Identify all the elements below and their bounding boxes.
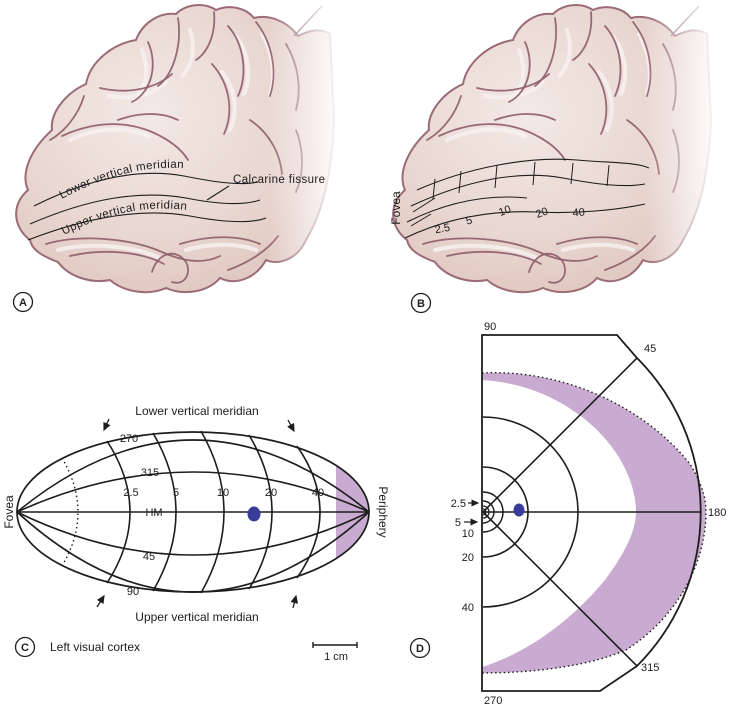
polar-315-curve (16, 471, 370, 513)
panel-d-letter-badge: D (409, 637, 431, 659)
angle-315-label: 315 (641, 662, 659, 674)
calcarine-fissure-line-a (29, 194, 261, 225)
ecc-10-label-c: 10 (217, 487, 229, 499)
panel-a-letter-badge: A (12, 291, 34, 313)
ecc-20-label-c: 20 (265, 487, 277, 499)
panel-a-letter: A (19, 297, 27, 309)
panel-c-letter-circle (14, 636, 36, 658)
periphery-label-c: Periphery (376, 486, 390, 537)
angle-270-label: 270 (484, 695, 502, 707)
meridian-arrows-c (96, 418, 299, 609)
ecc-5-curve-c (152, 432, 177, 592)
angle-180-label: 180 (708, 507, 726, 519)
ecc-10-label-b: 10 (497, 203, 513, 218)
arrow-top-left (103, 418, 111, 432)
panel-d: 90 270 45 315 180 2.5 5 10 20 40 D (409, 321, 726, 707)
stimulus-dot-c (247, 506, 261, 522)
calcarine-fissure-label: Calcarine fissure (233, 174, 325, 186)
calcarine-leader-line (206, 185, 230, 201)
panel-b-letter-circle (410, 292, 432, 314)
visual-field-outline-d (481, 334, 702, 692)
scale-bar-line (312, 642, 358, 648)
polar-270-label: 270 (120, 433, 138, 445)
angle-90-label: 90 (484, 321, 496, 333)
panel-b-letter: B (417, 298, 425, 310)
scale-bar: 1 cm (312, 642, 358, 663)
panel-c: 270 315 45 90 2.5 5 10 20 40 HM Lower ve… (2, 404, 390, 663)
fovea-label-c: Fovea (2, 495, 16, 529)
scale-bar-label: 1 cm (324, 651, 348, 663)
panel-c-caption: Left visual cortex (50, 640, 140, 654)
lower-meridian-line-a (33, 172, 259, 207)
scotoma-shade-d (482, 372, 706, 673)
lower-vertical-meridian-label-c: Lower vertical meridian (135, 404, 258, 418)
panel-d-letter-circle (409, 637, 431, 659)
ecc-20-label-d: 20 (462, 552, 474, 564)
ecc-2-5-label-c: 2.5 (123, 487, 138, 499)
fovea-label-b: Fovea (389, 191, 403, 225)
eccentricity-map-lines-b (404, 158, 650, 239)
ecc-40-label-d: 40 (462, 602, 474, 614)
ecc-40-label-b: 40 (572, 207, 585, 220)
upper-meridian-line-a (27, 212, 267, 241)
polar-315-label: 315 (141, 467, 159, 479)
ecc-20-curve-c (248, 434, 273, 590)
eccentricity-rings-d (482, 416, 579, 608)
polar-45-curve (16, 511, 370, 556)
arrow-bottom-left (96, 594, 105, 608)
arrow-top-right (287, 419, 295, 433)
ecc-10-label-d: 10 (462, 528, 474, 540)
ecc-5-label-b: 5 (465, 215, 474, 228)
arrow-bottom-right (290, 594, 299, 609)
brain-illustration-a (14, 0, 352, 312)
meridian-45-line (482, 357, 638, 513)
panel-a-letter-circle (12, 291, 34, 313)
ecc-2-5-curve-c (106, 440, 131, 584)
panel-a: Lower vertical meridian Upper vertical m… (12, 0, 352, 313)
polar-90-label: 90 (127, 586, 139, 598)
stimulus-dot-d (513, 503, 525, 517)
ecc-40-curve-c (296, 445, 321, 579)
panel-c-letter-badge: C (14, 636, 36, 658)
brain-illustration-b (391, 0, 729, 312)
panel-c-letter: C (21, 642, 29, 654)
ecc-2-5-label-b: 2.5 (434, 222, 451, 236)
meridian-315-line (482, 511, 638, 667)
ecc-40-label-c: 40 (312, 487, 324, 499)
ecc-5-label-d: 5 (455, 517, 461, 529)
hm-label: HM (145, 507, 162, 519)
panel-d-letter: D (416, 643, 424, 655)
panel-b-letter-badge: B (410, 292, 432, 314)
calcarine-annotation-lines-a (27, 172, 267, 241)
polar-270-curve (16, 439, 370, 513)
ecc-5-label-c: 5 (173, 487, 179, 499)
ecc-2-5-label-d: 2.5 (451, 498, 466, 510)
ecc-20-label-b: 20 (534, 205, 550, 220)
panel-b: Fovea 2.5 5 10 20 40 B (389, 0, 729, 314)
upper-vertical-meridian-label-c: Upper vertical meridian (135, 610, 258, 624)
polar-45-label: 45 (143, 551, 155, 563)
angle-45-label: 45 (644, 343, 656, 355)
polar-90-curve (16, 511, 370, 593)
ecc-10-curve-c (200, 430, 225, 594)
